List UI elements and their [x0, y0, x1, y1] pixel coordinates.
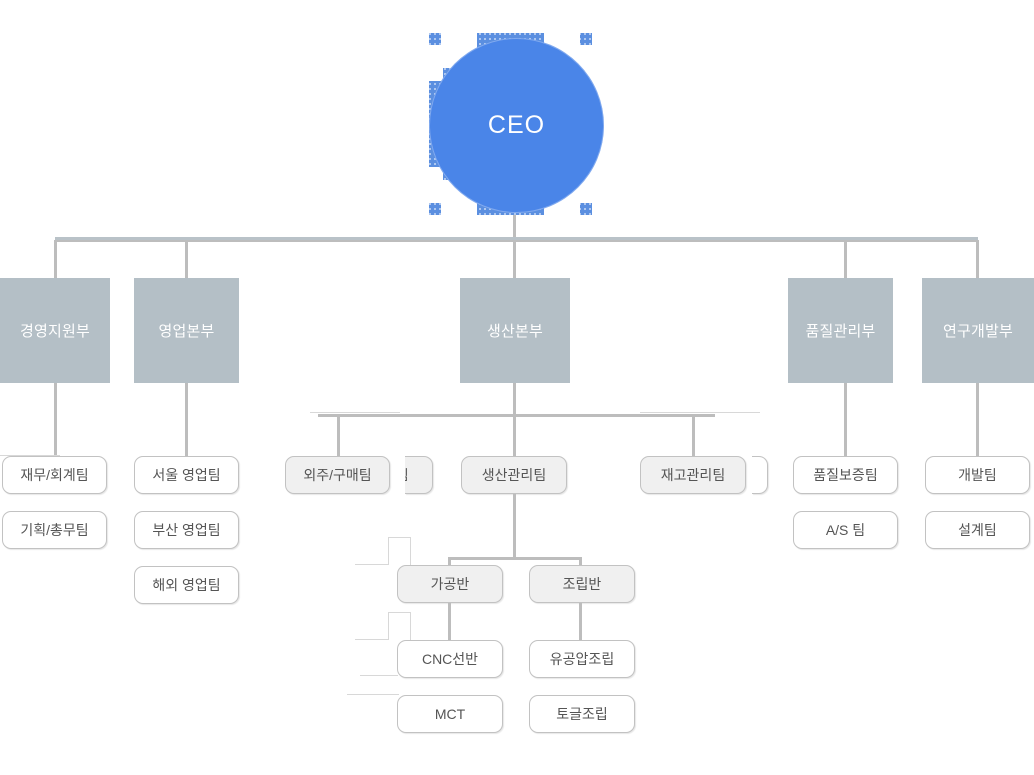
ghost-connector-cnc-horizontal-1: [388, 612, 410, 613]
ceo-label: CEO: [487, 111, 546, 139]
team-box-inventory-mgmt[interactable]: 재고관리팀: [640, 456, 746, 494]
team-box-assembly-line[interactable]: 조립반: [529, 565, 635, 603]
team-label-clipped-team: 배팀: [405, 465, 409, 485]
team-label-development: 개발팀: [958, 467, 997, 483]
connector-mgmt-support-ghost: [0, 455, 60, 456]
team-box-busan-sales[interactable]: 부산 영업팀: [134, 511, 239, 549]
connector-ceo-stem: [513, 215, 516, 239]
team-label-assembly-line: 조립반: [562, 576, 602, 592]
connector-drop-production-mgmt: [513, 414, 516, 456]
ghost-connector-machining-vertical-1: [388, 537, 389, 565]
team-box-toggle-assembly[interactable]: 토글조립: [529, 695, 635, 733]
connector-production-bus-ghost-left: [310, 412, 400, 413]
department-box-rnd[interactable]: 연구개발부: [922, 278, 1034, 383]
ghost-connector-cnc-horizontal-2: [355, 639, 389, 640]
team-label-quality-assurance: 품질보증팀: [813, 467, 878, 483]
department-box-sales-hq[interactable]: 영업본부: [134, 278, 239, 383]
connector-drop-quality-mgmt: [844, 240, 847, 278]
team-box-finance-accounting[interactable]: 재무/회계팀: [2, 456, 107, 494]
team-box-global-sales[interactable]: 해외 영업팀: [134, 566, 239, 604]
connector-ceo-bus-right: [515, 237, 978, 240]
team-box-mct[interactable]: MCT: [397, 695, 503, 733]
connector-ceo-bus-left: [55, 237, 515, 240]
connector-drop-machining-line: [448, 557, 451, 567]
team-label-seoul-sales: 서울 영업팀: [152, 467, 221, 483]
connector-sales-hq-stem: [185, 383, 188, 456]
connector-production-hq-stem: [513, 383, 516, 416]
department-label-rnd: 연구개발부: [942, 323, 1013, 340]
team-box-machining-line[interactable]: 가공반: [397, 565, 503, 603]
team-label-after-service: A/S 팀: [825, 522, 866, 538]
team-label-outsourcing-purchase: 외주/구매팀: [303, 467, 372, 483]
connector-drop-assembly-line: [579, 557, 582, 567]
team-label-inventory-mgmt: 재고관리팀: [660, 467, 726, 483]
team-box-outsourcing-purchase[interactable]: 외주/구매팀: [285, 456, 390, 494]
team-label-planning-general: 기획/총무팀: [20, 522, 89, 538]
department-box-quality-mgmt[interactable]: 품질관리부: [788, 278, 893, 383]
team-label-machining-line: 가공반: [430, 576, 470, 592]
department-box-production-hq[interactable]: 생산본부: [460, 278, 570, 383]
connector-drop-mgmt-support: [54, 240, 57, 278]
department-label-mgmt-support: 경영지원부: [19, 323, 90, 340]
connector-machining-line-stem: [448, 603, 451, 640]
team-box-hydraulic-assembly[interactable]: 유공압조립: [529, 640, 635, 678]
team-label-production-mgmt: 생산관리팀: [481, 467, 547, 483]
team-box-quality-assurance[interactable]: 품질보증팀: [793, 456, 898, 494]
team-box-design[interactable]: 설계팀: [925, 511, 1030, 549]
ghost-connector-machining-horizontal-2: [355, 564, 389, 565]
connector-production-mgmt-bus: [448, 557, 582, 560]
ghost-connector-mct-horizontal: [347, 694, 399, 695]
department-label-quality-mgmt: 품질관리부: [805, 323, 876, 340]
connector-quality-mgmt-stem: [844, 383, 847, 456]
connector-mgmt-support-stem: [54, 383, 57, 456]
team-label-cnc-lathe: CNC선반: [421, 651, 479, 667]
team-box-clipped-team[interactable]: 배팀: [405, 456, 433, 494]
connector-drop-rnd: [976, 240, 979, 278]
connector-drop-sales-hq: [185, 240, 188, 278]
department-box-mgmt-support[interactable]: 경영지원부: [0, 278, 110, 383]
connector-ceo-bus-overlay: [55, 240, 978, 242]
connector-drop-production-hq: [513, 240, 516, 278]
team-label-toggle-assembly: 토글조립: [556, 706, 608, 722]
ceo-circle: CEO: [429, 38, 604, 213]
team-label-hydraulic-assembly: 유공압조립: [549, 651, 615, 667]
connector-production-bus-ghost-right: [640, 412, 760, 413]
ceo-edge-notch-left-bottom: [429, 167, 443, 203]
team-box-planning-general[interactable]: 기획/총무팀: [2, 511, 107, 549]
team-label-global-sales: 해외 영업팀: [152, 577, 221, 593]
department-label-sales-hq: 영업본부: [158, 323, 215, 340]
team-box-inventory-overflow-fragment: [752, 456, 768, 494]
ghost-connector-cnc-vertical-1: [388, 612, 389, 640]
connector-production-bus: [318, 414, 715, 417]
connector-drop-outsourcing: [337, 414, 340, 456]
ghost-connector-cnc-horizontal-3: [360, 675, 398, 676]
team-label-finance-accounting: 재무/회계팀: [20, 467, 89, 483]
ghost-connector-machining-horizontal-1: [388, 537, 410, 538]
ghost-connector-cnc-vertical-2: [410, 612, 411, 640]
ghost-connector-machining-vertical-2: [410, 537, 411, 565]
team-label-busan-sales: 부산 영업팀: [152, 522, 221, 538]
team-box-seoul-sales[interactable]: 서울 영업팀: [134, 456, 239, 494]
team-box-after-service[interactable]: A/S 팀: [793, 511, 898, 549]
ceo-edge-notch-left-top: [429, 45, 443, 81]
team-box-production-mgmt[interactable]: 생산관리팀: [461, 456, 567, 494]
team-box-cnc-lathe[interactable]: CNC선반: [397, 640, 503, 678]
connector-assembly-line-stem: [579, 603, 582, 640]
team-label-design: 설계팀: [958, 522, 997, 538]
connector-drop-inventory-mgmt: [692, 414, 695, 456]
connector-rnd-stem: [976, 383, 979, 456]
team-label-mct: MCT: [434, 706, 466, 722]
ceo-node[interactable]: CEO: [429, 33, 604, 215]
connector-production-mgmt-stem: [513, 494, 516, 559]
department-label-production-hq: 생산본부: [486, 323, 543, 340]
team-box-development[interactable]: 개발팀: [925, 456, 1030, 494]
